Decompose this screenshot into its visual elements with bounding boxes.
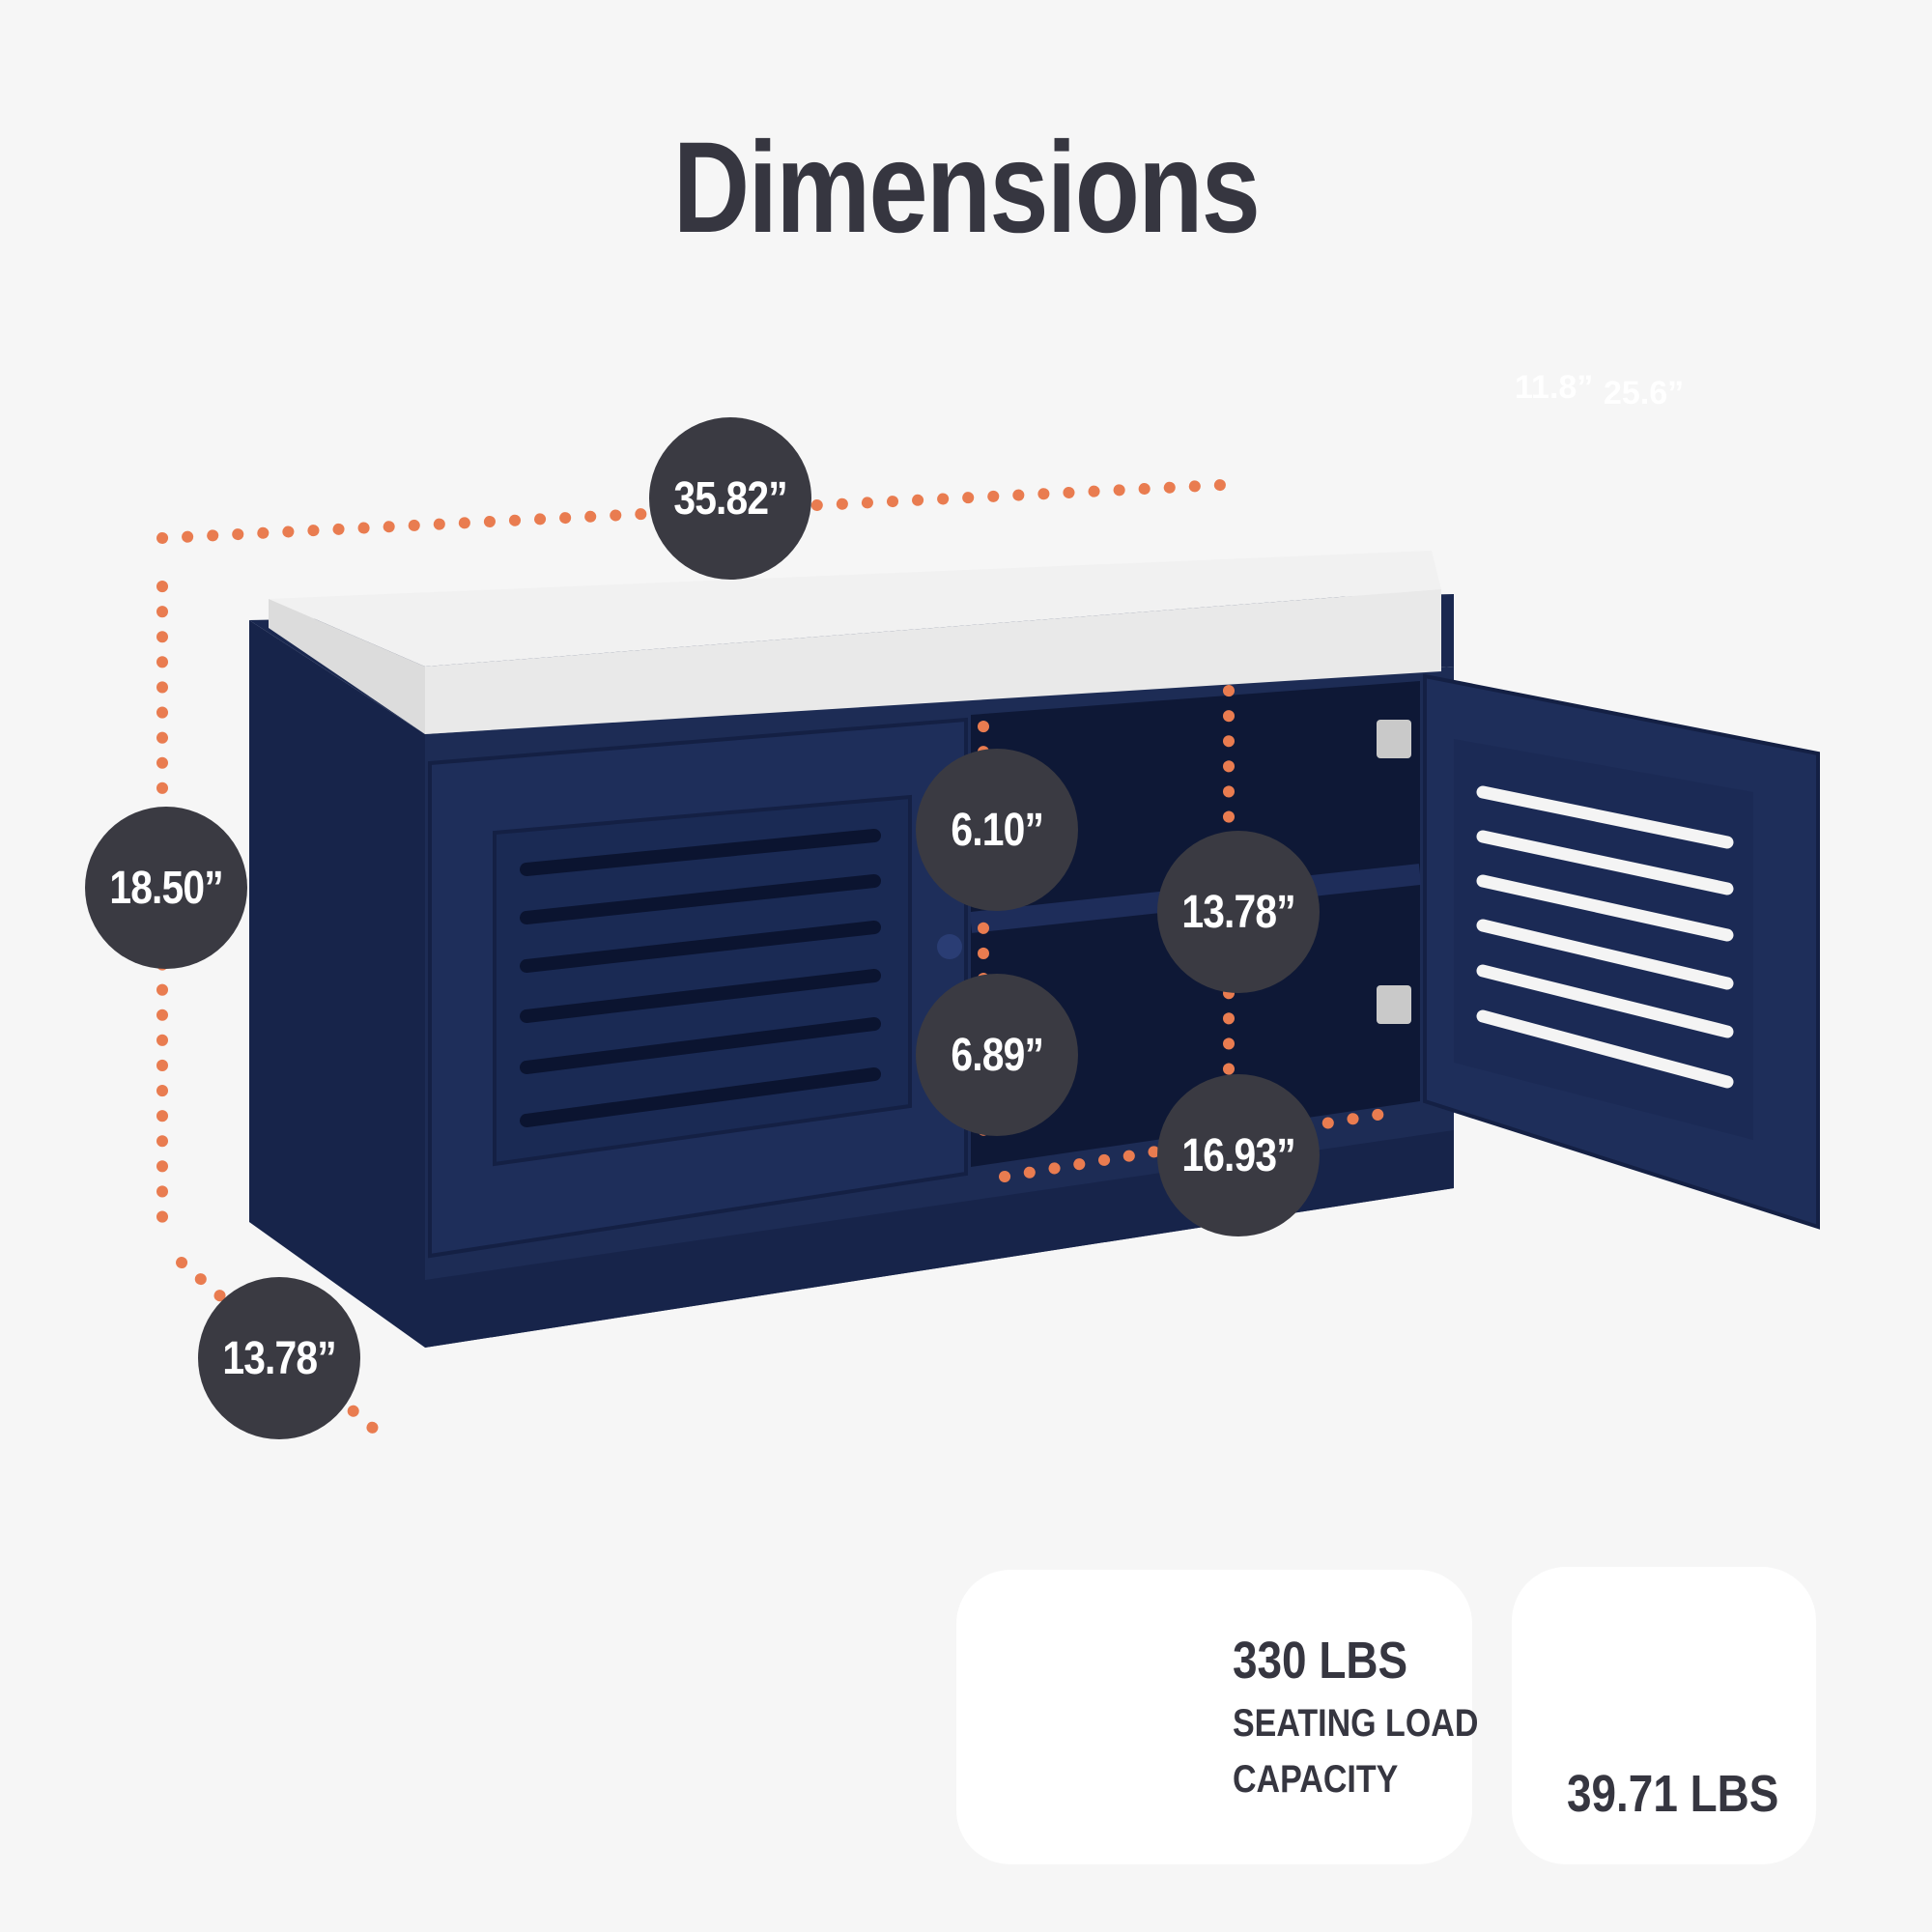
dimension-height-label: 18.50”	[109, 862, 223, 914]
seat-cushion-side	[269, 599, 425, 734]
badge-depth: 13.78”	[198, 1277, 360, 1439]
ghost-dimension-right: 25.6”	[1604, 375, 1685, 412]
dimension-width-label: 35.82”	[673, 472, 787, 525]
weight-value: 39.71 LBS	[1567, 1765, 1779, 1823]
dimension-inner-height-label: 13.78”	[1181, 886, 1295, 938]
dimension-inner-width-label: 16.93”	[1181, 1129, 1295, 1181]
badge-inner-height: 13.78”	[1157, 831, 1320, 993]
left-door-slats	[520, 829, 881, 1127]
seating-load-card	[956, 1570, 1472, 1864]
seating-load-label-2: CAPACITY	[1233, 1758, 1399, 1801]
badge-bottom-shelf: 6.89”	[916, 974, 1078, 1136]
seat-cushion-front	[425, 589, 1441, 734]
hinges	[1377, 720, 1411, 1024]
shoe-bench	[249, 551, 1820, 1348]
badge-width: 35.82”	[649, 417, 811, 580]
seating-load-value: 330 LBS	[1233, 1632, 1408, 1690]
badge-inner-width: 16.93”	[1157, 1074, 1320, 1236]
door-knob	[937, 934, 962, 959]
seating-load-label-1: SEATING LOAD	[1233, 1702, 1479, 1745]
seat-cushion-top	[269, 551, 1441, 667]
dimension-depth-label: 13.78”	[222, 1332, 336, 1384]
dimension-bottom-shelf-label: 6.89”	[951, 1029, 1043, 1081]
badge-top-shelf: 6.10”	[916, 749, 1078, 911]
page-title: Dimensions	[672, 116, 1261, 260]
ghost-dimension-left: 11.8”	[1515, 369, 1594, 406]
dimension-top-shelf-label: 6.10”	[951, 804, 1043, 856]
badge-height: 18.50”	[85, 807, 247, 969]
right-door-panel	[1454, 739, 1753, 1140]
right-door-slats	[1476, 785, 1734, 1089]
weight-card	[1512, 1567, 1816, 1864]
bench-left-side	[249, 620, 425, 1348]
